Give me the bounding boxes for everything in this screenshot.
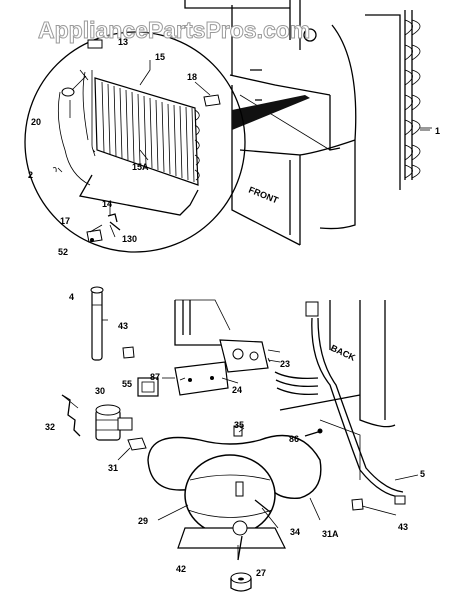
callout-42: 42 bbox=[176, 564, 186, 574]
overload-part-30 bbox=[95, 404, 133, 441]
callout-52: 52 bbox=[58, 247, 68, 257]
callout-130: 130 bbox=[122, 234, 137, 244]
callout-17: 17 bbox=[60, 216, 70, 226]
callout-35: 35 bbox=[234, 420, 244, 430]
grommet-part-43 bbox=[122, 346, 135, 359]
condenser-coil bbox=[404, 10, 432, 180]
relay-wires bbox=[274, 371, 319, 396]
callout-13: 13 bbox=[118, 37, 128, 47]
callout-86: 86 bbox=[289, 434, 299, 444]
callout-32: 32 bbox=[45, 422, 55, 432]
callout-20: 20 bbox=[31, 117, 41, 127]
callout-43-lower: 43 bbox=[398, 522, 408, 532]
callout-43: 43 bbox=[118, 321, 128, 331]
callout-18: 18 bbox=[187, 72, 197, 82]
callout-31a: 31A bbox=[322, 529, 339, 539]
callout-29: 29 bbox=[138, 516, 148, 526]
callout-5: 5 bbox=[420, 469, 425, 479]
wire-part-32 bbox=[61, 394, 81, 437]
callout-15: 15 bbox=[155, 52, 165, 62]
callout-55: 55 bbox=[122, 379, 132, 389]
screw-part-86 bbox=[304, 428, 323, 437]
cabinet-outline bbox=[184, 0, 401, 246]
callout-27: 27 bbox=[256, 568, 266, 578]
watermark: AppliancePartsPros.com bbox=[38, 17, 310, 43]
grommet-part-43-lower bbox=[351, 498, 364, 511]
callout-2: 2 bbox=[28, 170, 33, 180]
relay-part-23 bbox=[219, 339, 281, 373]
drier-part-4 bbox=[90, 286, 104, 361]
compressor-part-29 bbox=[177, 425, 286, 561]
relay-part-55 bbox=[137, 377, 159, 397]
callout-87: 87 bbox=[150, 372, 160, 382]
callout-1: 1 bbox=[435, 126, 440, 136]
clip-part-31 bbox=[127, 437, 147, 451]
callout-30: 30 bbox=[95, 386, 105, 396]
callout-31: 31 bbox=[108, 463, 118, 473]
callout-34: 34 bbox=[290, 527, 300, 537]
grommet-part-27 bbox=[230, 572, 252, 592]
bracket-part-24 bbox=[174, 361, 229, 396]
callout-24: 24 bbox=[232, 385, 242, 395]
callout-4: 4 bbox=[69, 292, 74, 302]
callout-23: 23 bbox=[280, 359, 290, 369]
back-label: BACK bbox=[329, 343, 357, 363]
evaporator-detail bbox=[24, 31, 246, 253]
callout-15a: 15A bbox=[132, 162, 149, 172]
callout-14: 14 bbox=[102, 199, 112, 209]
compressor-compartment bbox=[174, 299, 406, 505]
leader-lines bbox=[61, 60, 430, 560]
front-label: FRONT bbox=[247, 185, 280, 206]
